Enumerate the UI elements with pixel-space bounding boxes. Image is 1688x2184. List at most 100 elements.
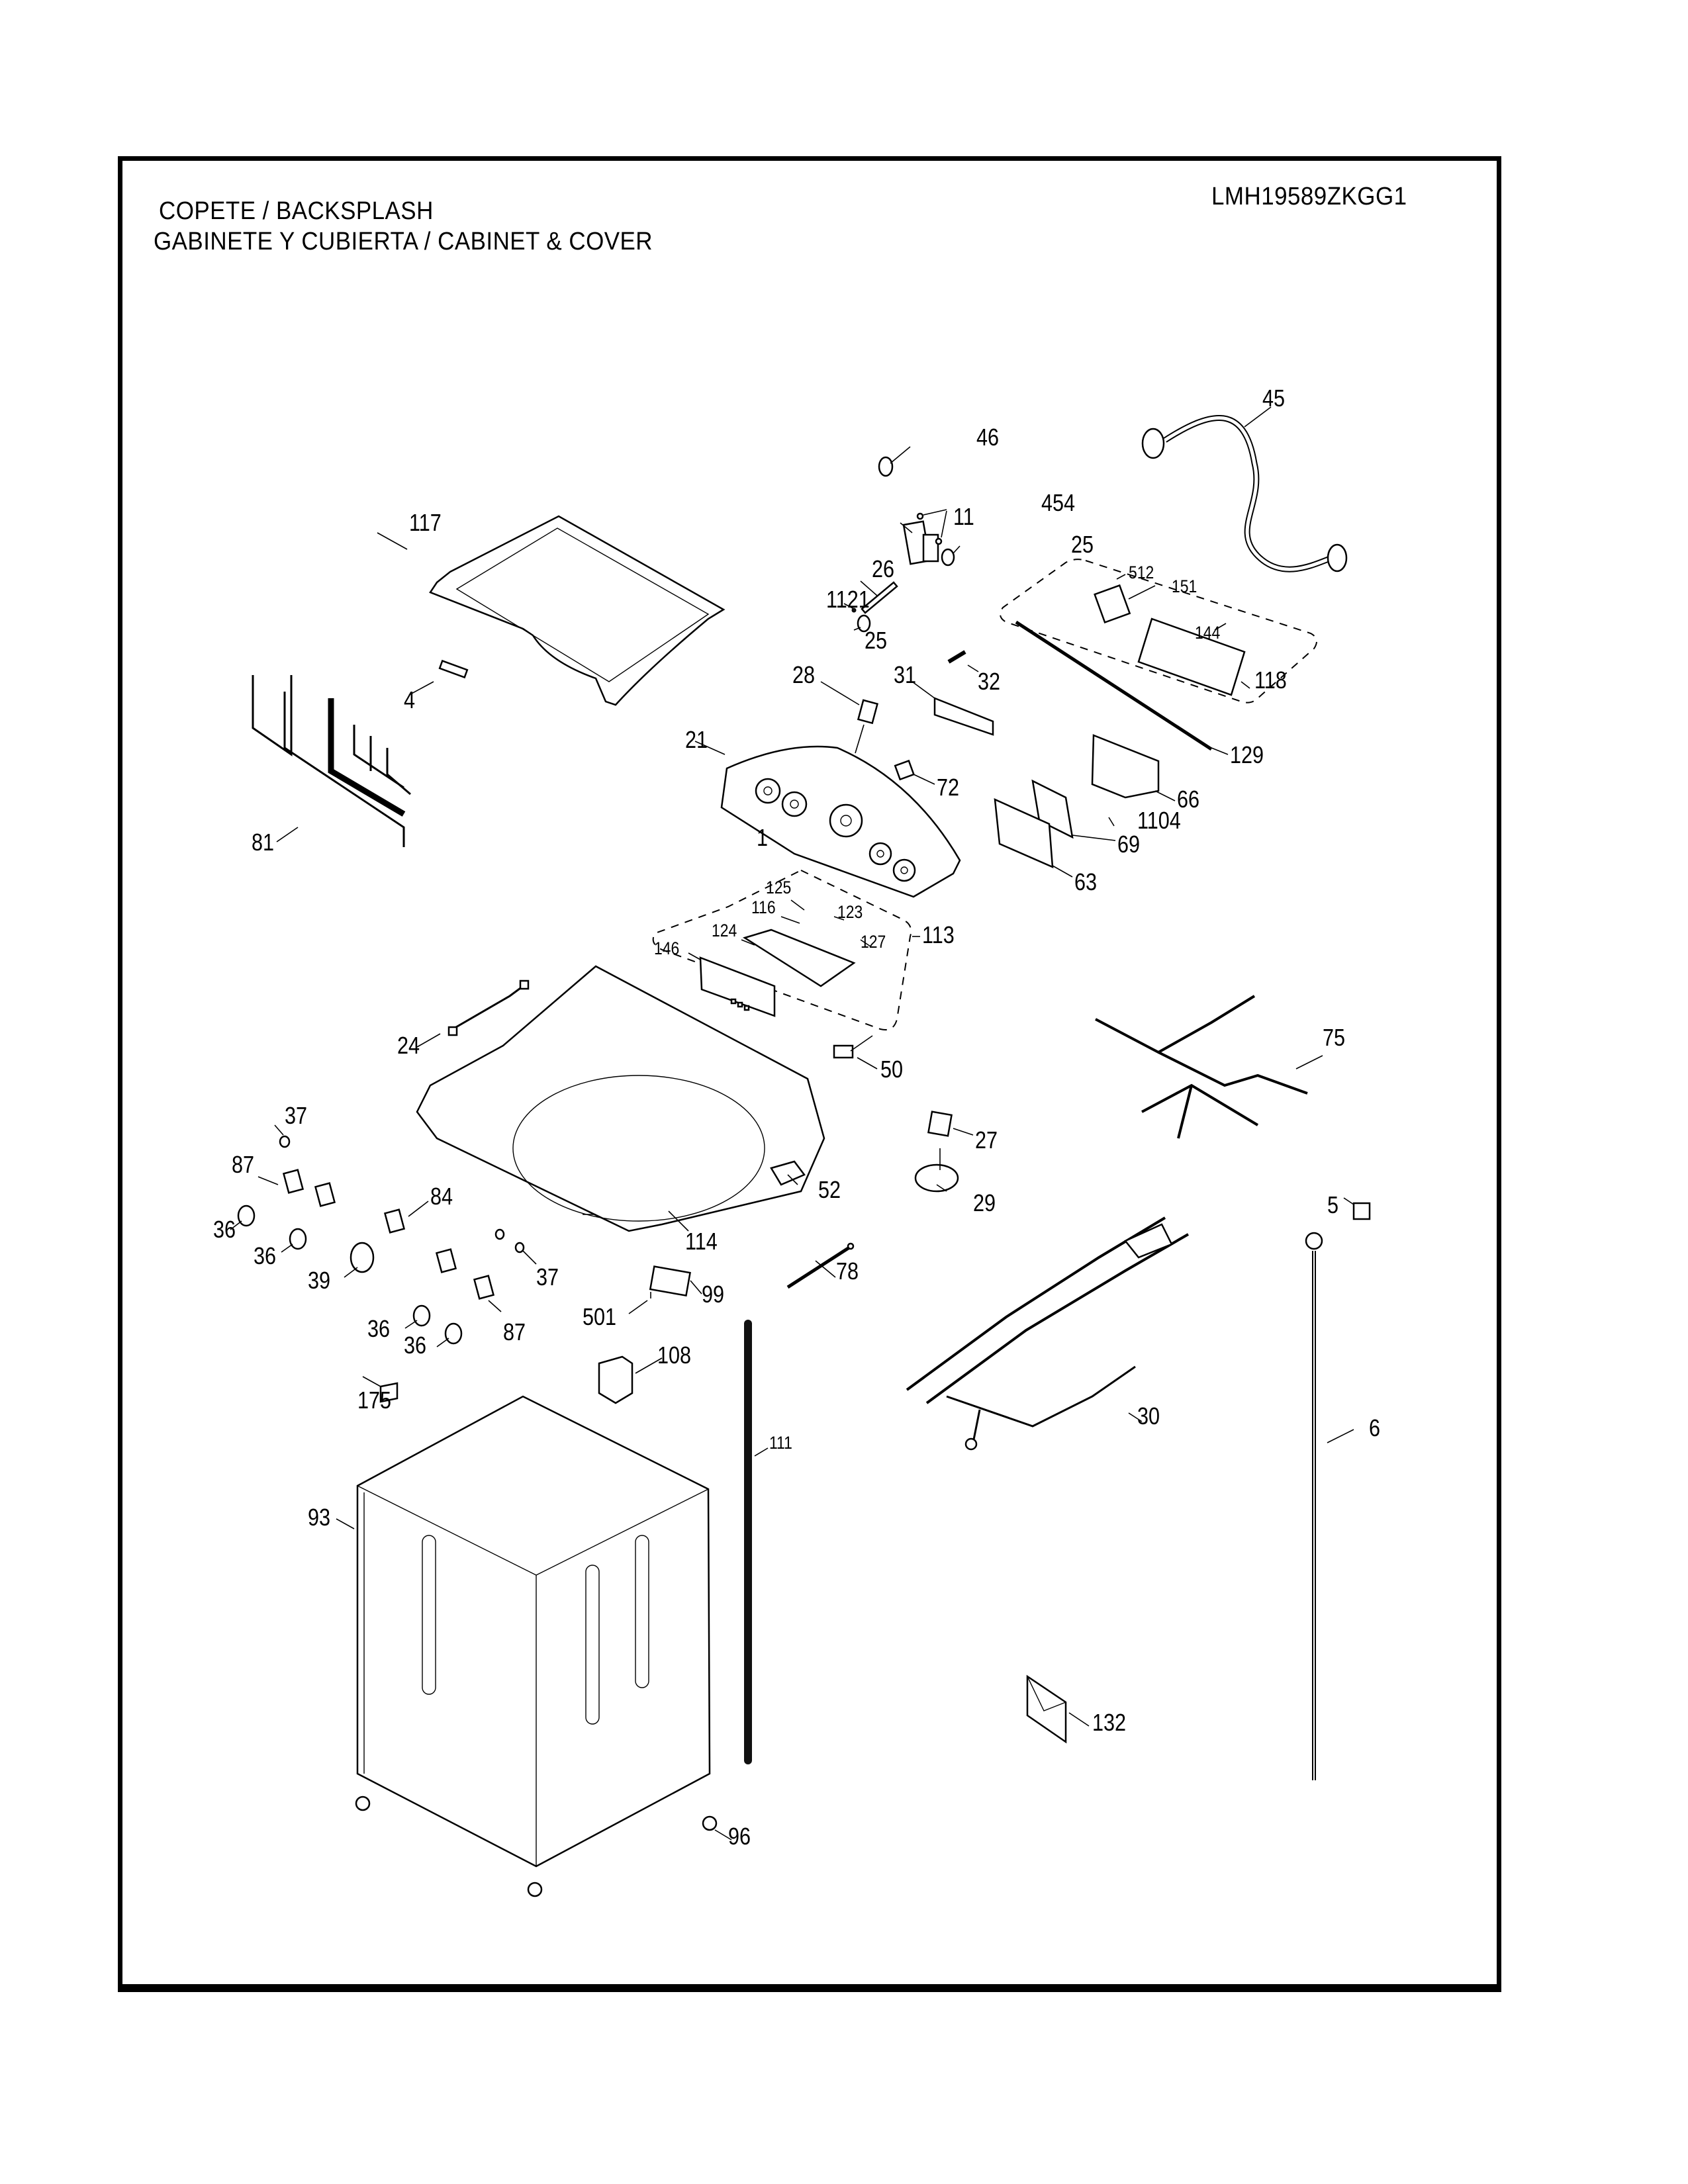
callout-25b[interactable]: 25 — [865, 627, 888, 654]
power-cord-part — [1305, 1232, 1354, 1780]
callout-501[interactable]: 501 — [583, 1303, 617, 1330]
valve-assembly-part — [1000, 559, 1317, 704]
callout-124[interactable]: 124 — [712, 921, 737, 940]
callout-113[interactable]: 113 — [922, 921, 955, 948]
callout-108[interactable]: 108 — [657, 1342, 692, 1369]
callout-5[interactable]: 5 — [1327, 1191, 1339, 1218]
section-title-cabinet: GABINETE Y CUBIERTA / CABINET & COVER — [154, 228, 653, 255]
micro-switch-part — [833, 1035, 878, 1069]
callout-512[interactable]: 512 — [1129, 563, 1154, 582]
leg-part — [355, 1796, 732, 1897]
callout-151[interactable]: 151 — [1172, 576, 1197, 596]
sensor-part — [820, 681, 879, 754]
callout-37b[interactable]: 37 — [536, 1263, 559, 1291]
callout-93[interactable]: 93 — [308, 1504, 331, 1531]
callout-63[interactable]: 63 — [1074, 868, 1098, 895]
harness-part — [416, 979, 530, 1048]
callout-127[interactable]: 127 — [861, 932, 886, 952]
clamp-part — [853, 545, 961, 633]
top-cover-part — [416, 965, 825, 1232]
callout-31[interactable]: 31 — [894, 661, 917, 688]
callout-75[interactable]: 75 — [1323, 1024, 1346, 1051]
wire-harness-part — [252, 675, 411, 847]
main-harness-part — [906, 1216, 1190, 1451]
pcb-part — [1031, 779, 1116, 841]
callout-175[interactable]: 175 — [357, 1387, 392, 1414]
callout-69[interactable]: 69 — [1117, 831, 1141, 858]
control-panel-part — [694, 741, 961, 898]
badge-part — [408, 659, 469, 696]
callout-116[interactable]: 116 — [751, 897, 776, 917]
callout-36c[interactable]: 36 — [367, 1315, 391, 1342]
callout-6[interactable]: 6 — [1369, 1414, 1381, 1441]
lid-lock-bracket-part — [770, 1160, 806, 1186]
leveler-and-nut-parts — [230, 1124, 537, 1347]
callout-132[interactable]: 132 — [1092, 1709, 1127, 1736]
callout-125[interactable]: 125 — [766, 878, 792, 897]
suspension-rod-part — [744, 1320, 769, 1764]
manual-part — [1026, 1674, 1090, 1744]
callout-144[interactable]: 144 — [1195, 623, 1221, 643]
callout-52[interactable]: 52 — [818, 1176, 841, 1203]
callout-21[interactable]: 21 — [685, 726, 708, 753]
model-number: LMH19589ZKGG1 — [1211, 183, 1407, 210]
callout-96[interactable]: 96 — [728, 1823, 751, 1850]
callout-36a[interactable]: 36 — [213, 1216, 236, 1243]
callout-81[interactable]: 81 — [252, 829, 275, 856]
display-cover-part — [912, 681, 994, 736]
cover-108-part — [598, 1355, 663, 1404]
callout-30[interactable]: 30 — [1137, 1402, 1160, 1430]
callout-1104[interactable]: 1104 — [1137, 807, 1181, 834]
hose-clamp-part — [878, 446, 911, 477]
callout-39[interactable]: 39 — [308, 1267, 331, 1294]
callout-11[interactable]: 11 — [953, 503, 974, 530]
callout-87a[interactable]: 87 — [232, 1151, 255, 1178]
callout-118[interactable]: 118 — [1254, 666, 1287, 694]
callout-45[interactable]: 45 — [1262, 385, 1286, 412]
callout-84[interactable]: 84 — [430, 1183, 453, 1210]
cabinet-part — [336, 1395, 711, 1868]
callout-1[interactable]: 1 — [757, 824, 769, 851]
callout-99[interactable]: 99 — [702, 1281, 725, 1308]
wire-harness-75-part — [1095, 995, 1323, 1139]
callout-146[interactable]: 146 — [654, 938, 680, 958]
lid-lock-part — [628, 1265, 702, 1314]
callout-36b[interactable]: 36 — [254, 1242, 277, 1269]
lid-part — [377, 515, 726, 706]
callout-72[interactable]: 72 — [937, 774, 960, 801]
harness-78-part — [786, 1242, 855, 1289]
callout-117[interactable]: 117 — [409, 509, 442, 536]
callout-129[interactable]: 129 — [1230, 741, 1264, 768]
callout-26[interactable]: 26 — [872, 555, 895, 582]
inlet-hose-part — [1141, 406, 1348, 572]
switch-part — [894, 759, 935, 785]
callout-29[interactable]: 29 — [973, 1189, 996, 1216]
callout-87b[interactable]: 87 — [503, 1318, 526, 1345]
pcb-bracket-part — [1091, 734, 1176, 801]
callout-114[interactable]: 114 — [685, 1228, 718, 1255]
callout-123[interactable]: 123 — [837, 902, 863, 922]
callout-32[interactable]: 32 — [978, 668, 1001, 695]
callout-24[interactable]: 24 — [397, 1032, 420, 1059]
callout-1121[interactable]: 1121 — [826, 586, 870, 613]
callout-46[interactable]: 46 — [976, 424, 1000, 451]
callout-78[interactable]: 78 — [836, 1257, 859, 1285]
callout-28[interactable]: 28 — [792, 661, 816, 688]
callout-27[interactable]: 27 — [975, 1126, 998, 1154]
callout-4[interactable]: 4 — [404, 686, 416, 713]
callout-66[interactable]: 66 — [1177, 786, 1200, 813]
tube-part — [843, 580, 898, 614]
callout-25a[interactable]: 25 — [1071, 531, 1094, 558]
section-title-backsplash: COPETE / BACKSPLASH — [159, 197, 434, 225]
label-175-part — [362, 1376, 399, 1403]
pcb-housing-part — [994, 797, 1073, 878]
callout-50[interactable]: 50 — [880, 1056, 904, 1083]
connector-part — [1343, 1197, 1371, 1220]
water-valve-part — [900, 509, 947, 565]
callout-36d[interactable]: 36 — [404, 1332, 427, 1359]
spring-part — [947, 650, 979, 672]
callout-454[interactable]: 454 — [1041, 489, 1076, 516]
callout-37a[interactable]: 37 — [285, 1102, 308, 1129]
callout-111[interactable]: 111 — [769, 1433, 792, 1453]
